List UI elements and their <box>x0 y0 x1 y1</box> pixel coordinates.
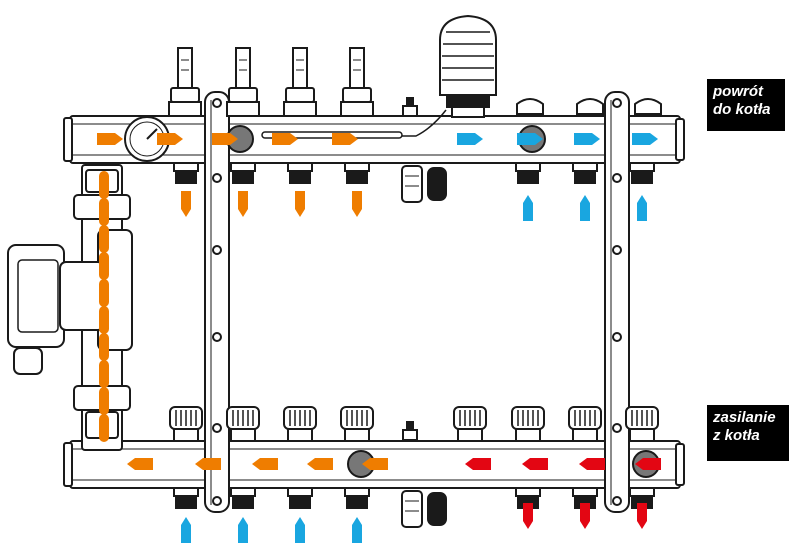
bottom-knob-3 <box>283 406 317 442</box>
top-mixed-down-arrow-3 <box>295 191 305 217</box>
top-valve-caps <box>516 98 662 115</box>
air-vents <box>401 97 447 528</box>
top-mixed-down-arrow-4 <box>352 191 362 217</box>
top-cold-arrow-3 <box>574 133 600 145</box>
bottom-outlet-4 <box>344 487 370 509</box>
bottom-hot-arrow-2 <box>522 458 548 470</box>
top-mixed-down-arrow-1 <box>181 191 191 217</box>
flowmeter-3 <box>283 47 317 117</box>
top-mixed-arrow-4 <box>272 133 298 145</box>
bottom-outlet-2 <box>230 487 256 509</box>
top-outlet-4 <box>344 162 370 184</box>
bottom-cold-up-arrow-4 <box>352 517 362 543</box>
top-outlet-5 <box>515 162 541 184</box>
top-mixed-down-arrow-2 <box>238 191 248 217</box>
top-cap-3 <box>634 98 662 115</box>
bottom-outlet-3 <box>287 487 313 509</box>
bottom-knob-4 <box>340 406 374 442</box>
bottom-knob-8 <box>625 406 659 442</box>
top-mixed-arrow-2 <box>157 133 183 145</box>
flowmeter-1 <box>168 47 202 117</box>
top-cold-up-arrow-3 <box>637 195 647 221</box>
flow-arrows <box>97 133 661 543</box>
flowmeter-2 <box>226 47 260 117</box>
bottom-knob-1 <box>169 406 203 442</box>
circulation-pump <box>7 164 133 451</box>
top-outlet-1 <box>173 162 199 184</box>
flowmeter-4 <box>340 47 374 117</box>
thermostatic-head <box>439 14 497 118</box>
top-cap-2 <box>576 98 604 115</box>
return-label-line1: powrót <box>713 83 763 100</box>
bottom-cold-up-arrow-1 <box>181 517 191 543</box>
supply-label-line2: z kotła <box>713 427 760 444</box>
top-mixed-arrow-1 <box>97 133 123 145</box>
flowmeters <box>168 47 374 117</box>
mounting-brackets <box>204 91 630 513</box>
bottom-hot-arrow-3 <box>579 458 605 470</box>
supply-label-line1: zasilanie <box>713 409 776 426</box>
top-cap-1 <box>516 98 544 115</box>
top-cold-up-arrow-2 <box>580 195 590 221</box>
bottom-outlet-1 <box>173 487 199 509</box>
bottom-cold-up-arrow-3 <box>295 517 305 543</box>
bottom-knob-7 <box>568 406 602 442</box>
bottom-hot-arrow-1 <box>465 458 491 470</box>
bottom-knob-2 <box>226 406 260 442</box>
bottom-hot-down-arrow-1 <box>523 503 533 529</box>
top-outlet-7 <box>629 162 655 184</box>
bottom-mixed-arrow-1 <box>127 458 153 470</box>
top-cold-arrow-4 <box>632 133 658 145</box>
top-cold-arrow-2 <box>517 133 543 145</box>
top-cold-up-arrow-1 <box>523 195 533 221</box>
return-label-line2: do kotła <box>713 101 771 118</box>
supply-from-boiler-label: zasilanie z kotła <box>707 405 789 461</box>
top-outlet-3 <box>287 162 313 184</box>
bottom-mixed-arrow-2 <box>195 458 221 470</box>
bottom-mixed-arrow-3 <box>252 458 278 470</box>
bottom-mixed-arrow-4 <box>307 458 333 470</box>
bottom-hot-down-arrow-2 <box>580 503 590 529</box>
top-cold-arrow-1 <box>457 133 483 145</box>
top-outlet-2 <box>230 162 256 184</box>
top-mixed-arrow-3 <box>212 133 238 145</box>
bottom-knob-6 <box>511 406 545 442</box>
bottom-mixed-arrow-5 <box>362 458 388 470</box>
bottom-cold-up-arrow-2 <box>238 517 248 543</box>
bottom-valve-knobs <box>169 406 659 442</box>
return-to-boiler-label: powrót do kotła <box>707 79 785 131</box>
top-mixed-arrow-5 <box>332 133 358 145</box>
bottom-hot-arrow-4 <box>635 458 661 470</box>
top-outlet-6 <box>572 162 598 184</box>
bottom-knob-5 <box>453 406 487 442</box>
bottom-hot-down-arrow-3 <box>637 503 647 529</box>
